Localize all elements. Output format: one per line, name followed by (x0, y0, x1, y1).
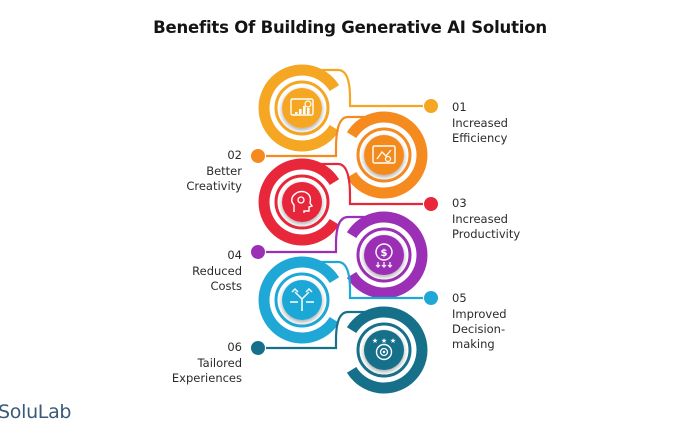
connector-line (302, 68, 423, 108)
inner-ring (356, 227, 412, 283)
inner-ring (274, 174, 330, 230)
connector-line (266, 115, 384, 158)
dollar-coin-down-disc: $ (364, 235, 404, 275)
outer-ring-arc (346, 111, 428, 199)
outer-ring-arc (258, 256, 340, 344)
benefit-node-05 (258, 256, 438, 344)
analytics-chart-icon (290, 98, 314, 116)
benefit-dot-04 (251, 245, 265, 259)
benefit-dot-02 (251, 149, 265, 163)
benefit-node-06 (251, 306, 428, 394)
svg-text:★: ★ (390, 337, 396, 345)
creative-design-board-icon (372, 145, 396, 164)
inner-ring (356, 322, 412, 378)
benefit-node-01 (258, 64, 438, 152)
outer-ring-arc (258, 158, 340, 246)
benefit-label-03: 03 Increased Productivity (452, 196, 521, 241)
connector-line (266, 215, 384, 254)
svg-text:★: ★ (372, 337, 378, 345)
svg-text:$: $ (381, 248, 388, 259)
creative-design-board-disc (364, 135, 404, 175)
benefit-label-04: 04 Reduced Costs (160, 248, 242, 294)
benefit-number-02: 02 (227, 148, 242, 162)
page-title: Benefits Of Building Generative AI Solut… (153, 18, 547, 37)
decision-arrows-icon (290, 288, 314, 311)
svg-text:★: ★ (381, 337, 387, 345)
benefit-label-05: 05 Improved Decision- making (452, 291, 507, 351)
benefit-node-03 (258, 158, 438, 246)
benefit-number-03: 03 (452, 196, 467, 210)
brain-gear-disc (282, 182, 322, 222)
target-stars-disc: ★★★ (364, 330, 404, 370)
benefit-node-02 (251, 111, 428, 199)
benefit-dot-05 (424, 291, 438, 305)
benefit-dot-01 (424, 99, 438, 113)
solulab-logo-text: SoluLab (0, 401, 72, 423)
benefit-label-01: 01 Increased Efficiency (452, 100, 508, 145)
analytics-chart-disc (282, 88, 322, 128)
connector-line (266, 310, 384, 350)
decision-arrows-disc (282, 280, 322, 320)
benefit-label-06: 06 Tailored Experiences (150, 340, 242, 386)
benefit-dot-06 (251, 341, 265, 355)
outer-ring-arc (258, 64, 340, 152)
inner-ring (274, 272, 330, 328)
target-stars-icon: ★★★ (372, 337, 396, 361)
outer-ring-arc (346, 211, 428, 299)
outer-ring-arc (346, 306, 428, 394)
benefit-dot-03 (424, 197, 438, 211)
benefit-number-06: 06 (227, 340, 242, 354)
benefit-number-05: 05 (452, 291, 467, 305)
dollar-coin-down-icon: $ (375, 243, 393, 268)
benefit-number-04: 04 (227, 248, 242, 262)
inner-ring (356, 127, 412, 183)
connector-line (302, 162, 423, 206)
brain-gear-icon (291, 190, 314, 213)
connector-line (302, 260, 423, 300)
inner-ring (274, 80, 330, 136)
benefit-node-04 (251, 211, 428, 299)
benefit-number-01: 01 (452, 100, 467, 114)
benefit-label-02: 02 Better Creativity (160, 148, 242, 194)
